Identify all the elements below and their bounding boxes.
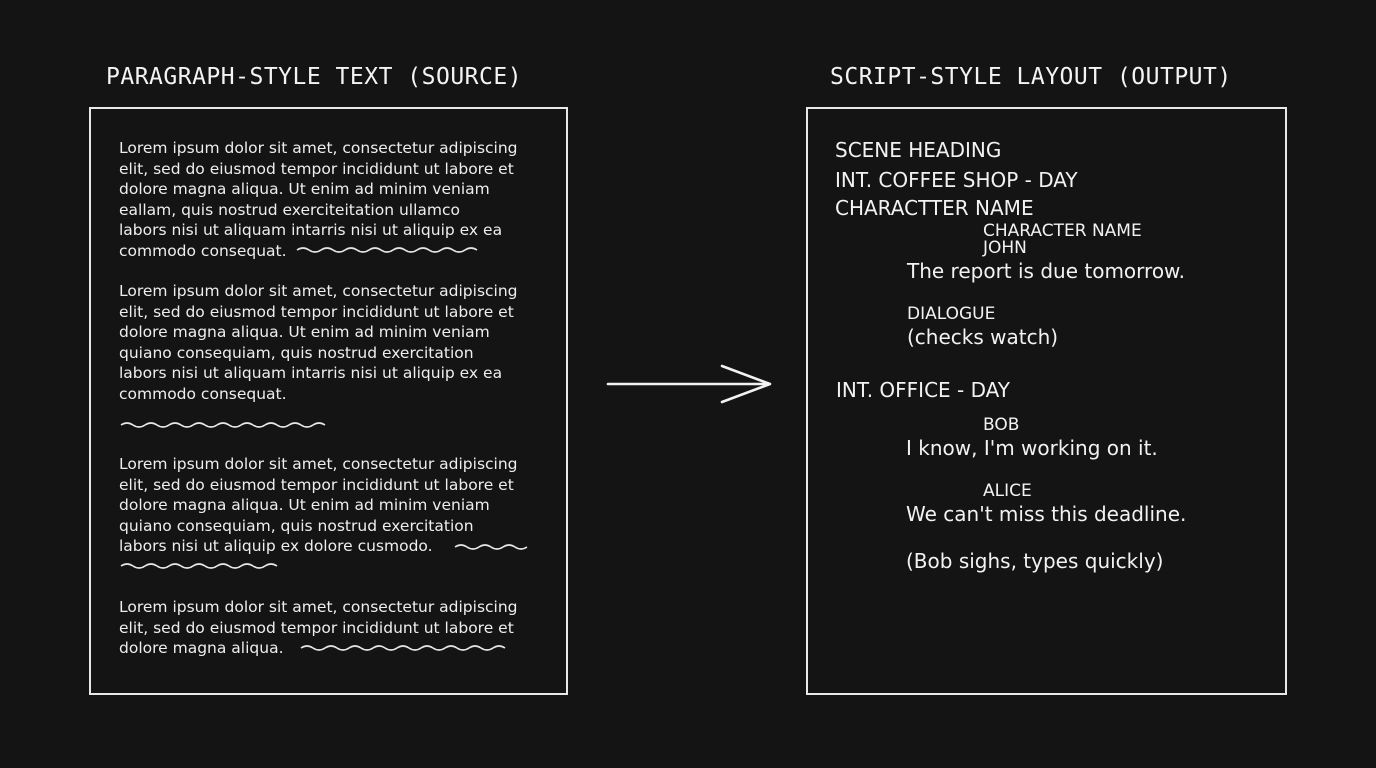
- action-line-1: (Bob sighs, types quickly): [906, 549, 1164, 573]
- squiggle-line-3: [454, 544, 528, 550]
- script-layout-panel: SCENE HEADING INT. COFFEE SHOP - DAY CHA…: [806, 107, 1287, 695]
- squiggle-line-2: [120, 422, 326, 428]
- output-title: SCRIPT-STYLE LAYOUT (OUTPUT): [830, 64, 1232, 90]
- character-alice: ALICE: [983, 481, 1032, 501]
- arrow-right-icon: [606, 364, 772, 404]
- scene-heading-2: INT. OFFICE - DAY: [836, 378, 1010, 402]
- character-bob: BOB: [983, 415, 1020, 435]
- dialogue-label: DIALOGUE: [907, 304, 996, 324]
- dialogue-line-1: The report is due tomorrow.: [907, 259, 1185, 283]
- source-title: PARAGRAPH-STYLE TEXT (SOURCE): [106, 64, 523, 90]
- character-john: JOHN: [983, 238, 1027, 258]
- dialogue-line-2: I know, I'm working on it.: [906, 436, 1158, 460]
- scene-heading-label: SCENE HEADING: [835, 138, 1002, 162]
- character-name-label: CHARACTTER NAME: [835, 196, 1034, 220]
- parenthetical-1: (checks watch): [907, 325, 1059, 349]
- squiggle-line-1: [296, 247, 478, 253]
- character-name-sublabel: CHARACTER NAME: [983, 221, 1142, 241]
- squiggle-line-4: [120, 563, 278, 569]
- squiggle-decorations: [120, 247, 528, 651]
- source-paragraph-1: Lorem ipsum dolor sit amet, consectetur …: [119, 139, 518, 260]
- squiggle-line-5: [300, 645, 506, 651]
- source-text-panel: Lorem ipsum dolor sit amet, consectetur …: [89, 107, 568, 695]
- source-paragraph-2: Lorem ipsum dolor sit amet, consectetur …: [119, 282, 518, 403]
- scene-heading-1: INT. COFFEE SHOP - DAY: [835, 168, 1078, 192]
- source-paragraph-4: Lorem ipsum dolor sit amet, consectetur …: [119, 598, 518, 657]
- dialogue-line-3: We can't miss this deadline.: [906, 502, 1187, 526]
- source-paragraph-3: Lorem ipsum dolor sit amet, consectetur …: [119, 455, 518, 555]
